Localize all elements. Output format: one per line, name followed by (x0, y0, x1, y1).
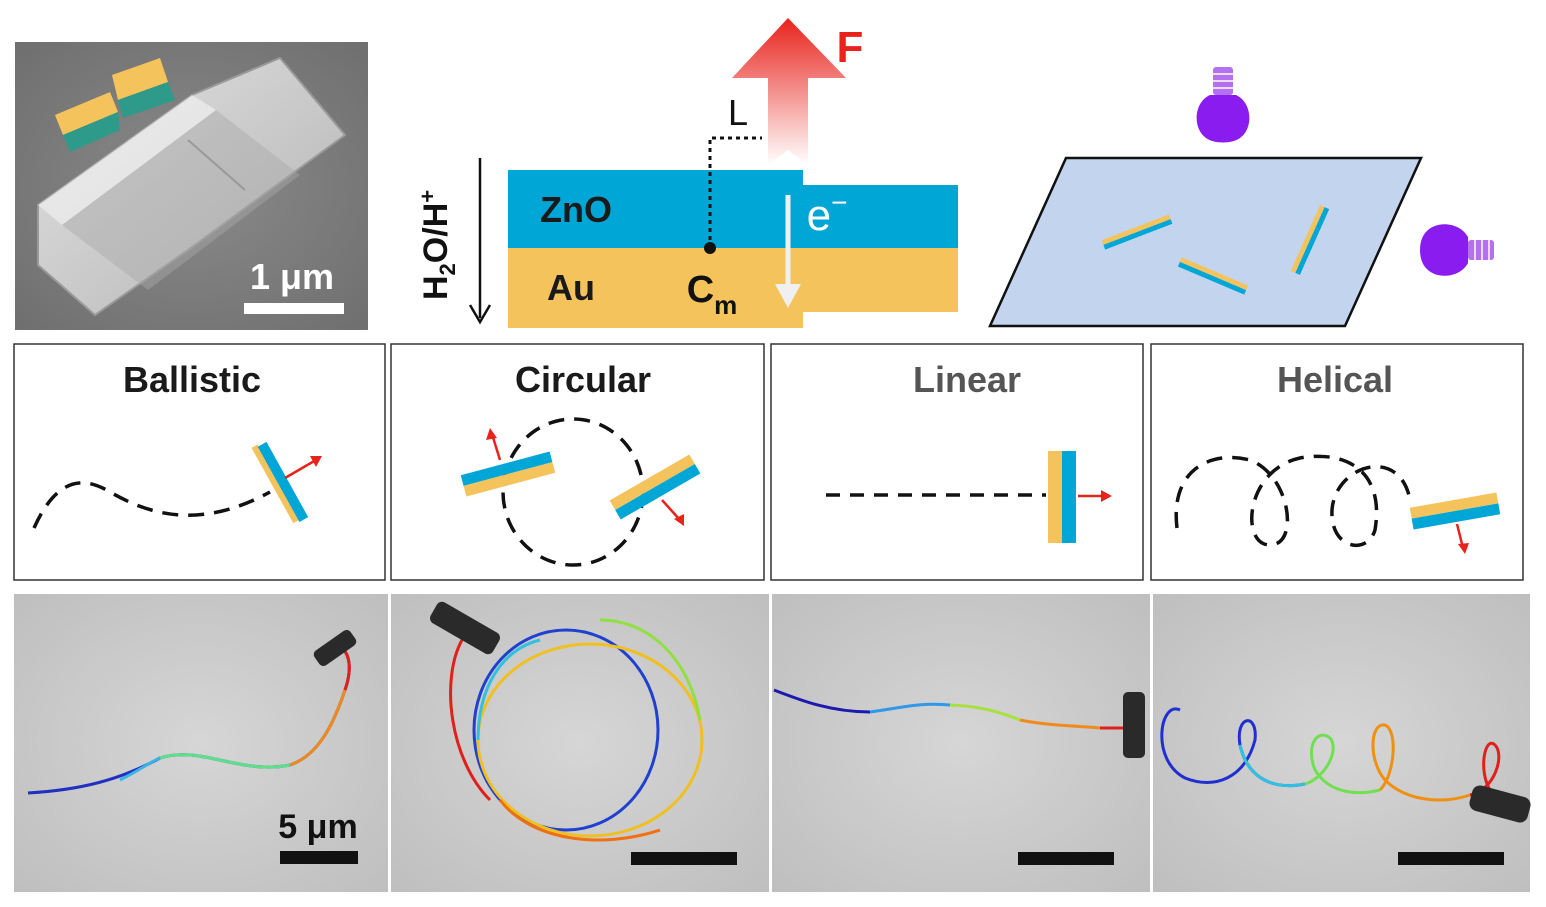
scale-bar-4 (1398, 852, 1504, 865)
rod-circular (430, 601, 500, 655)
zno-label: ZnO (540, 189, 612, 230)
micrographs-row: 5 μm (14, 594, 1531, 892)
micrograph-scale-label: 5 μm (278, 808, 357, 846)
mode-panel-linear: Linear (770, 343, 1144, 581)
helical-rod (1409, 492, 1501, 530)
linear-rod (1048, 451, 1076, 543)
scale-bar-3 (1018, 852, 1114, 865)
circular-force-arrow-2 (661, 499, 681, 521)
light-bulb-top-icon (1196, 67, 1250, 143)
substrate-rod-2 (1177, 257, 1249, 295)
light-bulb-side-icon (1420, 224, 1494, 276)
force-arrow (732, 18, 846, 165)
zno-layer (508, 170, 958, 248)
sem-microrod (37, 56, 347, 317)
micrograph-ballistic: 5 μm (14, 594, 388, 892)
ballistic-force-arrow (284, 458, 317, 480)
mode-panel-helical: Helical (1150, 343, 1524, 581)
electron-arrowhead (775, 284, 801, 308)
mode-panel-ballistic: Ballistic (13, 343, 386, 581)
sem-panel: 1 μm (15, 42, 368, 330)
mechanism-schematic: ZnO Au F L Cm e− H2O/H+ (415, 18, 958, 328)
sem-scale-bar (244, 303, 344, 314)
sem-scale-label: 1 μm (250, 256, 334, 297)
micrograph-circular (391, 594, 769, 892)
circular-rod-1 (460, 451, 556, 497)
sem-inset-janus-rod (55, 58, 175, 152)
rod-linear (1123, 692, 1145, 758)
lever-arm (708, 136, 762, 248)
rod-helical (1469, 785, 1531, 823)
mode-title-linear: Linear (913, 359, 1021, 400)
illumination-setup (988, 67, 1494, 328)
track-linear (773, 688, 871, 714)
mode-title-ballistic: Ballistic (123, 359, 261, 400)
medium-label-o: O/H (417, 203, 455, 263)
lever-label: L (728, 92, 748, 133)
au-label: Au (547, 267, 595, 308)
track-circular-inner (472, 628, 660, 832)
electron-label-main: e (807, 191, 831, 240)
scale-bar-1 (280, 851, 358, 864)
substrate-plane (988, 156, 1423, 328)
electron-label: e− (807, 187, 848, 240)
micrograph-linear (772, 594, 1150, 892)
medium-label-h: H (417, 275, 455, 300)
helical-trajectory (1174, 454, 1412, 547)
cm-label: Cm (687, 269, 738, 320)
center-of-mass-dot (704, 242, 716, 254)
cm-label-sub: m (714, 290, 737, 320)
motion-modes-row: Ballistic Circular (13, 343, 1524, 581)
mode-title-helical: Helical (1277, 359, 1393, 400)
force-label: F (837, 23, 864, 72)
scale-bar-2 (631, 852, 737, 865)
medium-arrowhead (468, 304, 492, 325)
medium-label: H2O/H+ (415, 190, 460, 300)
cm-label-main: C (687, 269, 714, 311)
ballistic-trajectory (32, 481, 271, 529)
ballistic-rod (251, 441, 309, 524)
circular-rod-2 (609, 454, 701, 520)
substrate-rod-3 (1290, 205, 1330, 275)
rod-ballistic (313, 629, 357, 667)
electron-label-sup: − (831, 187, 847, 218)
au-layer (508, 248, 958, 328)
substrate-rod-1 (1101, 214, 1173, 250)
micrograph-helical (1153, 594, 1531, 892)
medium-label-2: 2 (435, 263, 460, 275)
medium-label-plus: + (415, 190, 440, 203)
mode-panel-circular: Circular (390, 343, 765, 581)
mode-title-circular: Circular (515, 359, 651, 400)
